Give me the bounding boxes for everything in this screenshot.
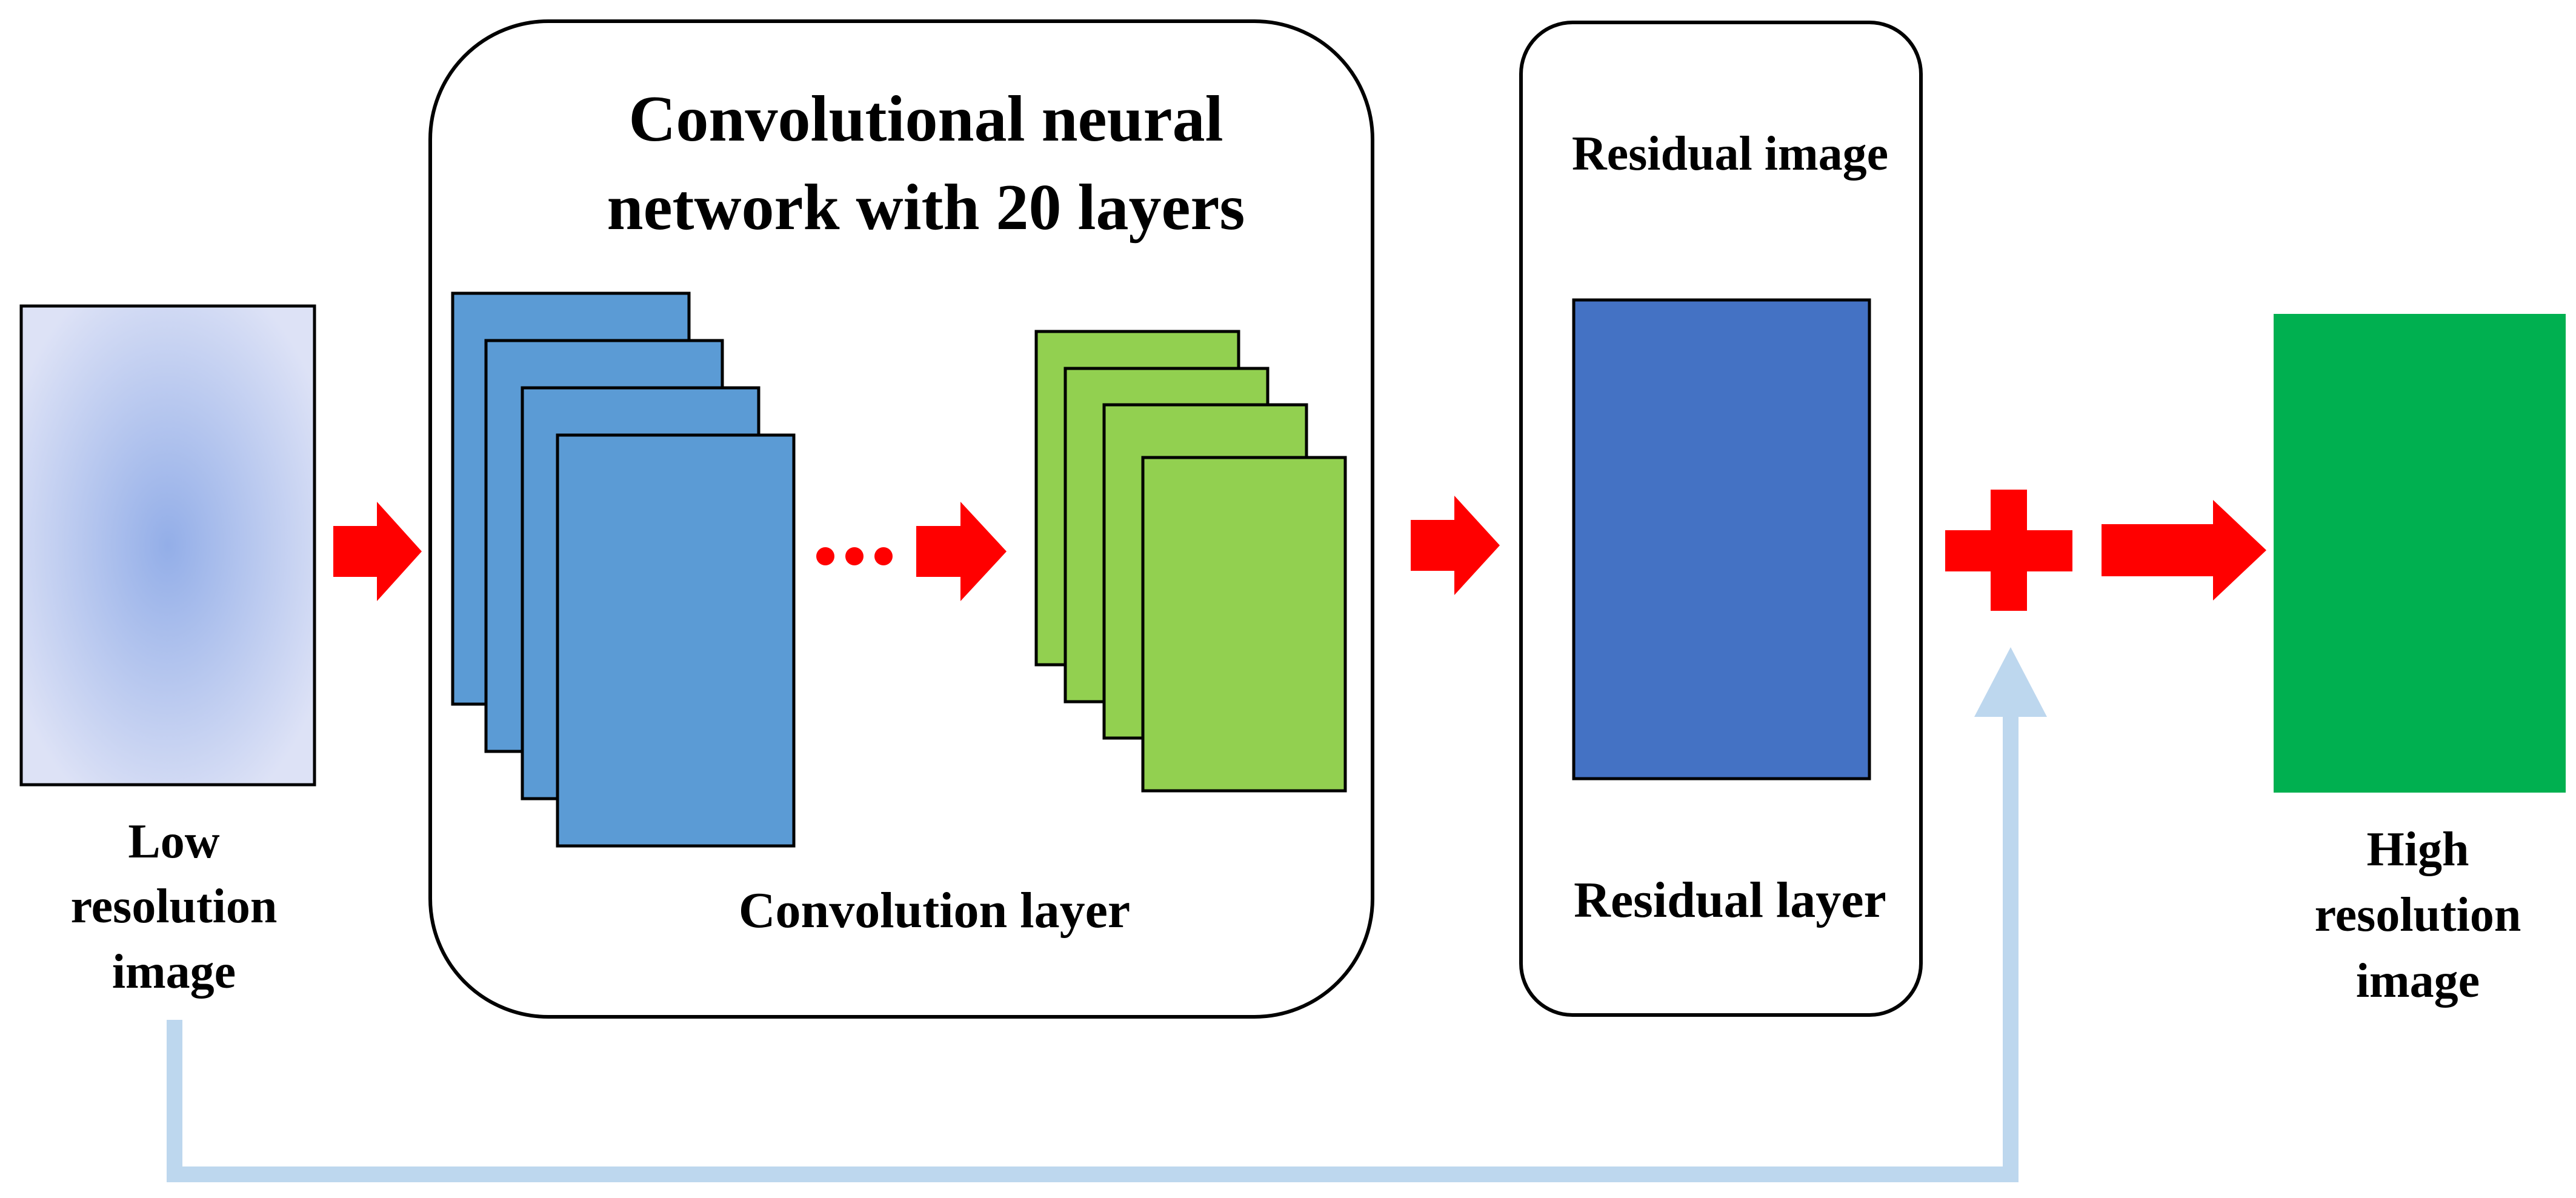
network-title-line2: network with 20 layers: [607, 171, 1245, 244]
conv-feature-map-stack: [451, 291, 796, 848]
skip-connection-arrowhead: [1974, 647, 2047, 717]
ellipsis-dot: [874, 547, 893, 565]
residual-image-label: Residual image: [1572, 127, 1888, 181]
residual-image: [1572, 298, 1871, 780]
skip-connection: [167, 647, 2047, 1182]
ellipsis-icon: [816, 547, 893, 565]
ellipsis-dot: [816, 547, 834, 565]
residual-layer-label: Residual layer: [1574, 872, 1886, 928]
high-res-label-line1: High: [2367, 823, 2469, 876]
high-res-label-line2: resolution: [2315, 888, 2521, 942]
arrow-right-icon: [1411, 496, 1500, 595]
feature-map: [556, 433, 796, 848]
high-res-label-line3: image: [2356, 954, 2480, 1008]
arrow-right-icon: [916, 502, 1007, 601]
low-resolution-image: [19, 304, 316, 787]
low-res-label-line1: Low: [128, 815, 219, 868]
low-res-label-line3: image: [112, 945, 236, 999]
arrow-right-icon: [2102, 500, 2266, 601]
low-res-label-line2: resolution: [71, 880, 278, 933]
arrow-right-icon: [333, 502, 422, 601]
skip-connection-line: [167, 712, 2019, 1182]
convolution-layer-label: Convolution layer: [739, 882, 1130, 939]
network-title-line1: Convolutional neural: [628, 83, 1223, 155]
ellipsis-dot: [845, 547, 864, 565]
plus-vertical-bar: [1991, 490, 2027, 611]
feature-map: [1141, 456, 1347, 793]
plus-icon: [1945, 490, 2072, 611]
high-resolution-image: [2274, 314, 2566, 793]
late-feature-map-stack: [1034, 330, 1347, 793]
